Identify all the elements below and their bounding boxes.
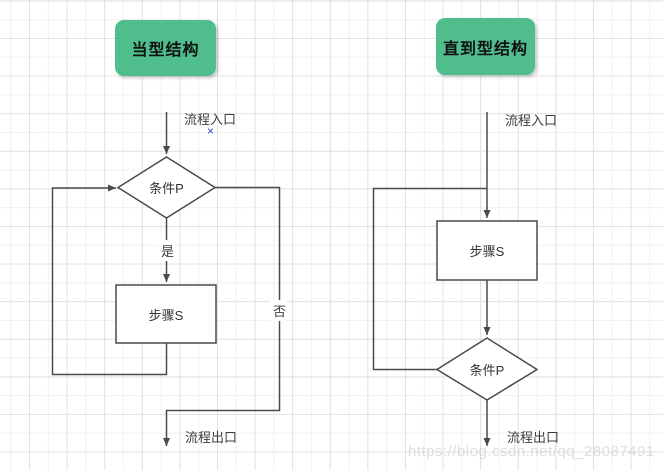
selection-x-marker[interactable]: × xyxy=(207,124,215,138)
while-no-exit-connector[interactable] xyxy=(162,186,281,447)
while-step-rect[interactable] xyxy=(115,284,217,344)
while-condition-diamond[interactable] xyxy=(116,156,217,219)
while-yes-label: 是 xyxy=(158,240,175,261)
while-entry-label: 流程入口 xyxy=(184,112,237,127)
csdn-watermark: https://blog.csdn.net/qq_28087491 xyxy=(408,443,655,460)
while-no-label: 否 xyxy=(270,300,287,321)
until-entry-label: 流程入口 xyxy=(505,113,558,128)
until-title-node[interactable]: 直到型结构 xyxy=(436,18,535,75)
until-step-rect[interactable] xyxy=(436,220,538,281)
while-loopback-connector[interactable] xyxy=(51,184,168,376)
until-loopback-connector[interactable] xyxy=(372,187,488,371)
until-exit-label: 流程出口 xyxy=(507,430,560,445)
while-title-node[interactable]: 当型结构 xyxy=(115,20,216,76)
while-exit-label: 流程出口 xyxy=(185,430,238,445)
until-condition-diamond[interactable] xyxy=(435,337,539,401)
